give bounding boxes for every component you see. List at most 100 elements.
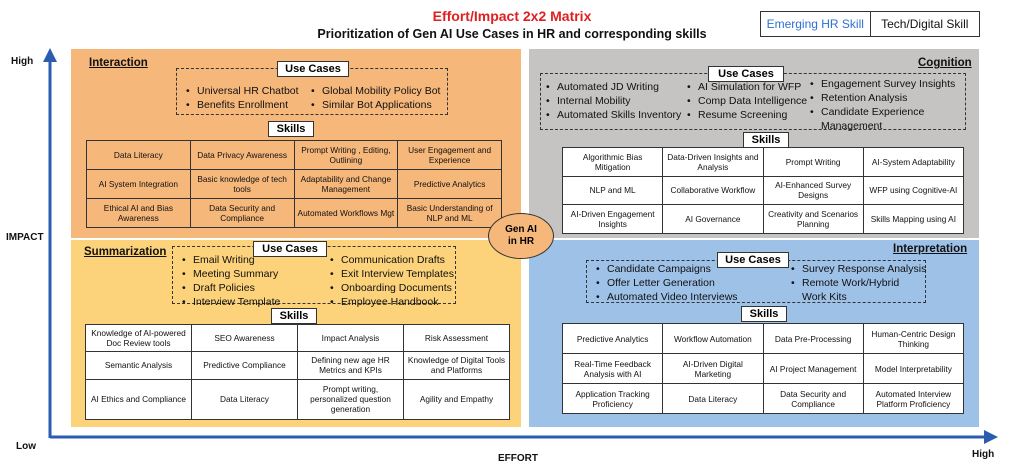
use-case-item: Automated Skills Inventory: [546, 108, 681, 122]
skill-cell: AI-Enhanced Survey Designs: [762, 175, 864, 206]
skill-cell: Basic knowledge of tech tools: [189, 169, 295, 199]
skill-cell: Data Security and Compliance: [189, 198, 295, 228]
use-cases-col-interpretation-2: Survey Response Analysis Remote Work/Hyb…: [791, 262, 926, 304]
skill-cell: NLP and ML: [561, 175, 664, 206]
skill-cell: Basic Understanding of NLP and ML: [397, 198, 502, 228]
x-axis-high-label: High: [972, 449, 995, 460]
skill-cell: Data-Driven Insights and Analysis: [662, 147, 764, 177]
skill-cell: Data Privacy Awareness: [189, 140, 295, 170]
use-case-item: Similar Bot Applications: [311, 98, 440, 112]
skill-cell: Data Literacy: [86, 140, 191, 170]
use-case-item: Universal HR Chatbot: [186, 84, 299, 98]
skill-cell: Collaborative Workflow: [662, 175, 764, 206]
skill-cell: Ethical AI and Bias Awareness: [86, 198, 191, 228]
skill-cell: Data Literacy: [191, 378, 298, 421]
use-case-item: Draft Policies: [182, 281, 280, 295]
use-case-item: AI Simulation for WFP: [687, 80, 807, 94]
use-case-item: Engagement Survey Insights: [810, 77, 955, 91]
use-cases-col-interpretation-1: Candidate Campaigns Offer Letter Generat…: [596, 262, 738, 304]
table-row: Knowledge of AI-powered Doc Review tools…: [85, 323, 510, 353]
legend: Emerging HR Skill Tech/Digital Skill: [760, 11, 980, 37]
use-cases-label-summarization: Use Cases: [253, 241, 327, 257]
skill-cell: Data Pre-Processing: [762, 323, 864, 354]
use-cases-col-cognition-3: Engagement Survey Insights Retention Ana…: [810, 77, 955, 133]
skill-cell: Knowledge of Digital Tools and Platforms: [403, 351, 510, 380]
skill-cell: Prompt Writing: [762, 147, 864, 177]
skill-cell: Adaptability and Change Management: [293, 169, 399, 199]
use-case-item: Benefits Enrollment: [186, 98, 299, 112]
use-cases-col-cognition-1: Automated JD Writing Internal Mobility A…: [546, 80, 681, 122]
skill-cell: Skills Mapping using AI: [862, 204, 965, 234]
skill-cell: Algorithmic Bias Mitigation: [561, 147, 664, 177]
use-case-item: Resume Screening: [687, 108, 807, 122]
use-cases-col-summarization-2: Communication Drafts Exit Interview Temp…: [330, 253, 454, 309]
skill-cell: Defining new age HR Metrics and KPIs: [297, 351, 404, 380]
skill-cell: Data Literacy: [662, 383, 764, 414]
quadrant-title-summarization: Summarization: [84, 246, 167, 258]
skill-cell: AI-System Adaptability: [862, 147, 965, 177]
quadrant-title-interaction: Interaction: [89, 57, 148, 69]
skill-cell: Human-Centric Design Thinking: [862, 323, 965, 354]
center-label: Gen AI in HR: [505, 224, 537, 247]
skill-cell: WFP using Cognitive-AI: [862, 175, 965, 206]
y-axis-arrow-icon: [43, 48, 57, 62]
use-case-item: Communication Drafts: [330, 253, 454, 267]
use-case-item: Email Writing: [182, 253, 280, 267]
skill-cell: Application Tracking Proficiency: [561, 383, 664, 414]
skill-cell: Prompt writing, personalized question ge…: [297, 378, 404, 421]
use-case-item: Offer Letter Generation: [596, 276, 738, 290]
use-case-item: Retention Analysis: [810, 91, 955, 105]
use-case-item: Candidate Campaigns: [596, 262, 738, 276]
use-case-item: Meeting Summary: [182, 267, 280, 281]
skills-label-summarization: Skills: [271, 308, 317, 324]
skill-cell: User Engagement and Experience: [397, 140, 502, 170]
use-cases-col-cognition-2: AI Simulation for WFP Comp Data Intellig…: [687, 80, 807, 122]
skill-cell: AI Project Management: [762, 353, 864, 384]
skill-cell: Predictive Analytics: [561, 323, 664, 354]
x-axis-title: EFFORT: [498, 453, 538, 464]
quadrant-title-cognition: Cognition: [918, 57, 972, 69]
quadrant-title-interpretation: Interpretation: [893, 243, 968, 255]
skill-cell: Impact Analysis: [297, 323, 404, 353]
use-case-item: Interview Template: [182, 295, 280, 309]
skill-cell: Risk Assessment: [403, 323, 510, 353]
skill-cell: Creativity and Scenarios Planning: [762, 204, 864, 234]
x-axis-arrow-icon: [984, 430, 998, 444]
skill-cell: Automated Interview Platform Proficiency: [862, 383, 965, 414]
use-case-item: Onboarding Documents: [330, 281, 454, 295]
y-axis-low-label: Low: [16, 441, 36, 452]
skill-cell: Semantic Analysis: [85, 351, 192, 380]
use-cases-col-interaction-1: Universal HR Chatbot Benefits Enrollment: [186, 84, 299, 112]
skill-cell: AI Ethics and Compliance: [85, 378, 192, 421]
use-case-item: Global Mobility Policy Bot: [311, 84, 440, 98]
center-circle: Gen AI in HR: [488, 213, 554, 259]
skill-cell: AI System Integration: [86, 169, 191, 199]
use-case-item: Exit Interview Templates: [330, 267, 454, 281]
skill-cell: Agility and Empathy: [403, 378, 510, 421]
skill-cell: Knowledge of AI-powered Doc Review tools: [85, 323, 192, 353]
skill-cell: Predictive Analytics: [397, 169, 502, 199]
y-axis-high-label: High: [11, 56, 34, 67]
skills-label-cognition: Skills: [743, 132, 789, 148]
diagram-title: Effort/Impact 2x2 Matrix: [432, 8, 592, 24]
skills-table-summarization: Knowledge of AI-powered Doc Review tools…: [85, 323, 510, 421]
use-cases-label-interaction: Use Cases: [277, 61, 349, 77]
skill-cell: SEO Awareness: [191, 323, 298, 353]
skills-label-interaction: Skills: [268, 121, 314, 137]
legend-tech-digital-skill: Tech/Digital Skill: [881, 17, 969, 31]
skill-cell: Model Interpretability: [862, 353, 965, 384]
use-case-item: Comp Data Intelligence: [687, 94, 807, 108]
use-case-item: Candidate Experience Management: [810, 105, 942, 133]
use-cases-col-interaction-2: Global Mobility Policy Bot Similar Bot A…: [311, 84, 440, 112]
